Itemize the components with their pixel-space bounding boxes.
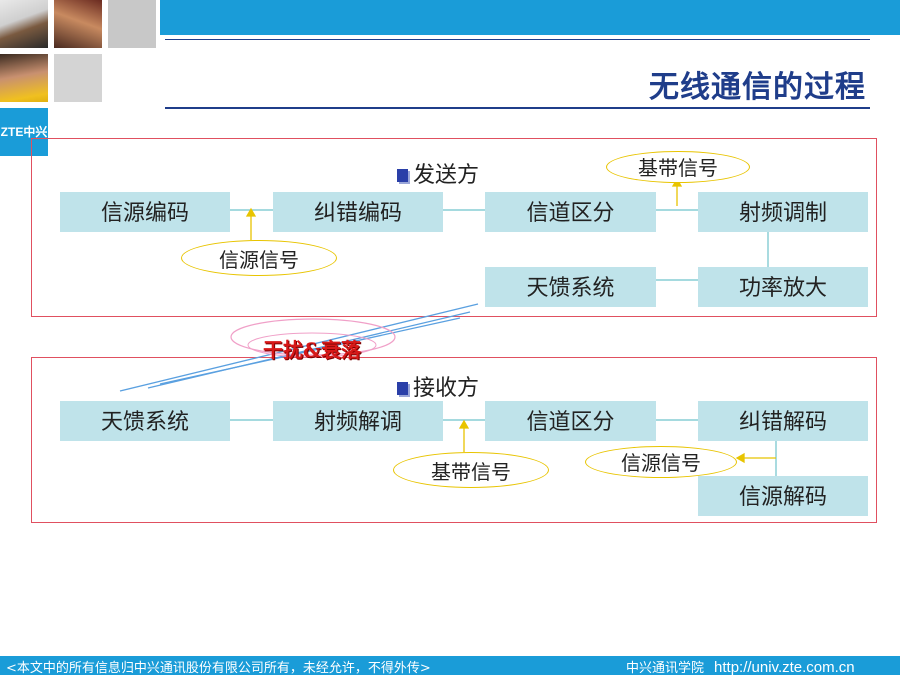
wave-line-3	[159, 317, 461, 385]
oval-baseband-tx: 基带信号	[606, 151, 750, 183]
arrow-head-1	[245, 207, 257, 217]
oval-baseband-rx: 基带信号	[393, 452, 549, 488]
box-antenna-rx: 天馈系统	[60, 401, 230, 441]
box-rf-modulation: 射频调制	[698, 192, 868, 232]
box-source-decoding: 信源解码	[698, 476, 868, 516]
photo-tile-grey-1	[108, 0, 156, 48]
transmitter-frame	[31, 138, 877, 317]
photo-man-2	[54, 0, 102, 48]
noise-label: 干扰&衰落	[263, 338, 362, 362]
arrow-head-3	[458, 419, 470, 429]
oval-source-signal-rx: 信源信号	[585, 446, 737, 478]
box-channel-division-rx: 信道区分	[485, 401, 656, 441]
transmitter-label: 发送方	[413, 163, 480, 188]
oval-source-signal-tx: 信源信号	[181, 240, 337, 276]
header-rule	[165, 39, 870, 40]
box-power-amp: 功率放大	[698, 267, 868, 307]
transmitter-heading: 发送方	[397, 157, 479, 189]
footer-org: 中兴通讯学院	[626, 661, 705, 676]
receiver-label: 接收方	[413, 376, 480, 401]
photo-woman	[0, 54, 48, 102]
receiver-frame	[31, 357, 877, 523]
header-bar	[160, 0, 900, 35]
receiver-heading: 接收方	[397, 370, 479, 402]
box-fec-decoding: 纠错解码	[698, 401, 868, 441]
photo-tile-grey-2	[54, 54, 102, 102]
square-bullet-icon	[397, 169, 408, 182]
noise-oval-2	[247, 332, 377, 358]
box-antenna-tx: 天馈系统	[485, 267, 656, 307]
footer-org-group: 中兴通讯学院 http://univ.zte.com.cn	[626, 657, 855, 676]
square-bullet-icon	[397, 382, 408, 395]
arrow-head-4	[735, 452, 745, 464]
footer-bar: <本文中的所有信息归中兴通讯股份有限公司所有，未经允许，不得外传> 中兴通讯学院…	[0, 656, 900, 676]
box-rf-demod: 射频解调	[273, 401, 443, 441]
page-title: 无线通信的过程	[649, 70, 866, 105]
box-source-coding: 信源编码	[60, 192, 230, 232]
box-channel-division-tx: 信道区分	[485, 192, 656, 232]
footer-notice: <本文中的所有信息归中兴通讯股份有限公司所有，未经允许，不得外传>	[6, 661, 431, 676]
wave-line-1	[119, 303, 479, 392]
title-underline	[165, 107, 870, 109]
noise-oval-1	[230, 318, 396, 356]
box-fec-coding: 纠错编码	[273, 192, 443, 232]
photo-man-1	[0, 0, 48, 48]
zte-logo: ZTE中兴	[0, 108, 48, 156]
footer-url[interactable]: http://univ.zte.com.cn	[714, 659, 855, 676]
